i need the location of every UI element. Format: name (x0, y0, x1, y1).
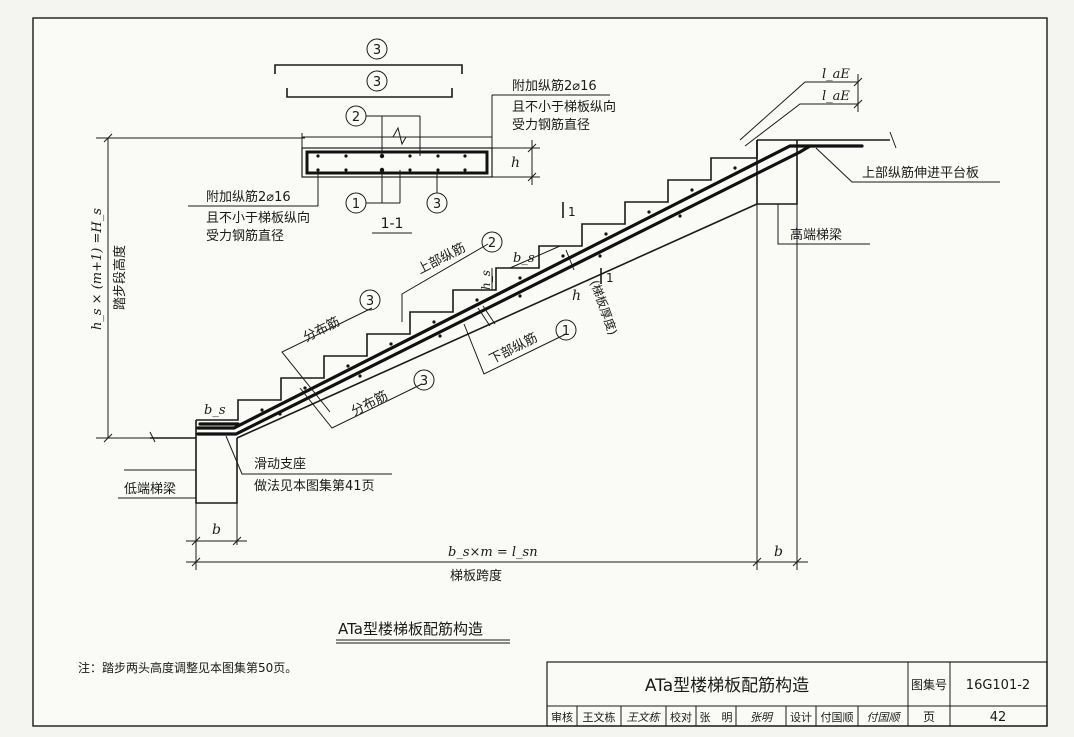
design-label: 设计 (790, 711, 812, 724)
low-end-beam-label: 低端梯梁 (124, 482, 176, 497)
span-formula: b_s×m = l_sn (448, 545, 538, 560)
section-rebar-cage (305, 150, 489, 175)
top-longitudinal-bar (196, 144, 864, 430)
lae-label-2: l_aE (822, 89, 850, 104)
height-label: 踏步段高度 (112, 245, 128, 310)
section-callout-3-top-num: 3 (373, 43, 381, 58)
thickness-h-label: h (572, 288, 581, 304)
distribution-bar-dots (260, 166, 737, 416)
section-1-1: 3 3 2 1 (188, 38, 616, 244)
top-longitudinal-callout-num: 2 (488, 236, 496, 251)
section-rebar-dots (316, 153, 467, 173)
sliding-support-line2: 做法见本图集第41页 (254, 478, 375, 494)
reviewer-name: 王文栋 (583, 710, 616, 724)
bottom-longitudinal-callout-num: 1 (562, 324, 570, 339)
b-left-label: b (212, 522, 221, 538)
section-callout-2-num: 2 (352, 110, 360, 125)
section-callout-3-bottom-num: 3 (373, 75, 381, 90)
stair-steps (195, 140, 758, 438)
section-left-note-line3: 受力钢筋直径 (206, 228, 284, 244)
page-note: 注：踏步两头高度调整见本图集第50页。 (78, 660, 297, 675)
section-slab-outline (301, 147, 493, 178)
page-label: 页 (923, 710, 935, 724)
section-right-note-line1: 附加纵筋2⌀16 (512, 78, 597, 94)
section-callout-3-num: 3 (433, 197, 441, 212)
atlas-label: 图集号 (911, 677, 947, 692)
review-label: 审核 (551, 710, 573, 724)
distribution-upper-callout-num: 3 (366, 294, 374, 309)
atlas-number: 16G101-2 (966, 678, 1030, 693)
section-callout-1-num: 1 (352, 197, 360, 212)
check-label: 校对 (670, 710, 692, 724)
top-longitudinal-callout (481, 231, 503, 253)
title-block: ATa型楼梯板配筋构造 图集号 16G101-2 审核 王文栋 王文栋 校对 张… (546, 661, 1048, 727)
span-label: 梯板跨度 (450, 568, 502, 584)
distribution-lower-callout (413, 369, 435, 391)
checker-signature: 张明 (750, 711, 774, 724)
cut-mark-upper: 1 (568, 205, 576, 219)
bottom-longitudinal-callout (555, 319, 577, 341)
height-formula: h_s × (m+1) =H_s (90, 208, 105, 330)
high-end-beam-label: 高端梯梁 (790, 227, 842, 243)
designer-name: 付国顺 (821, 711, 854, 724)
section-label: 1-1 (381, 216, 404, 232)
b-right-label: b (774, 544, 783, 560)
sliding-support-line1: 滑动支座 (254, 457, 306, 472)
lae-label-1: l_aE (822, 67, 850, 82)
page-number: 42 (990, 710, 1007, 725)
stair-elevation: h_s × (m+1) =H_s 踏步段高度 (90, 67, 1000, 584)
bs-top-label: b_s (513, 251, 535, 266)
distribution-upper-callout (359, 289, 381, 311)
section-right-note-line3: 受力钢筋直径 (512, 117, 590, 133)
cut-mark-lower: 1 (606, 271, 614, 285)
reviewer-signature: 王文栋 (627, 711, 662, 724)
drawing-title: ATa型楼梯板配筋构造 (338, 620, 483, 638)
section-right-note-line2: 且不小于梯板纵向 (512, 99, 616, 115)
stair-soffit (236, 203, 758, 439)
designer-signature: 付国顺 (867, 711, 902, 724)
section-h-label: h (511, 155, 520, 171)
top-rebar-into-slab-label: 上部纵筋伸进平台板 (862, 165, 979, 181)
title-block-title: ATa型楼梯板配筋构造 (645, 676, 809, 696)
bs-left-label: b_s (204, 403, 226, 418)
section-callout-3-bottom (366, 70, 388, 92)
distribution-lower-callout-num: 3 (420, 374, 428, 389)
hs-label: h_s (479, 270, 493, 290)
bottom-longitudinal-bar (196, 144, 812, 436)
section-callout-3-top (366, 38, 388, 60)
checker-name: 张 明 (700, 711, 733, 724)
section-left-note-line2: 且不小于梯板纵向 (206, 210, 310, 226)
sheet-border (32, 17, 1048, 727)
section-left-note-line1: 附加纵筋2⌀16 (206, 189, 291, 205)
